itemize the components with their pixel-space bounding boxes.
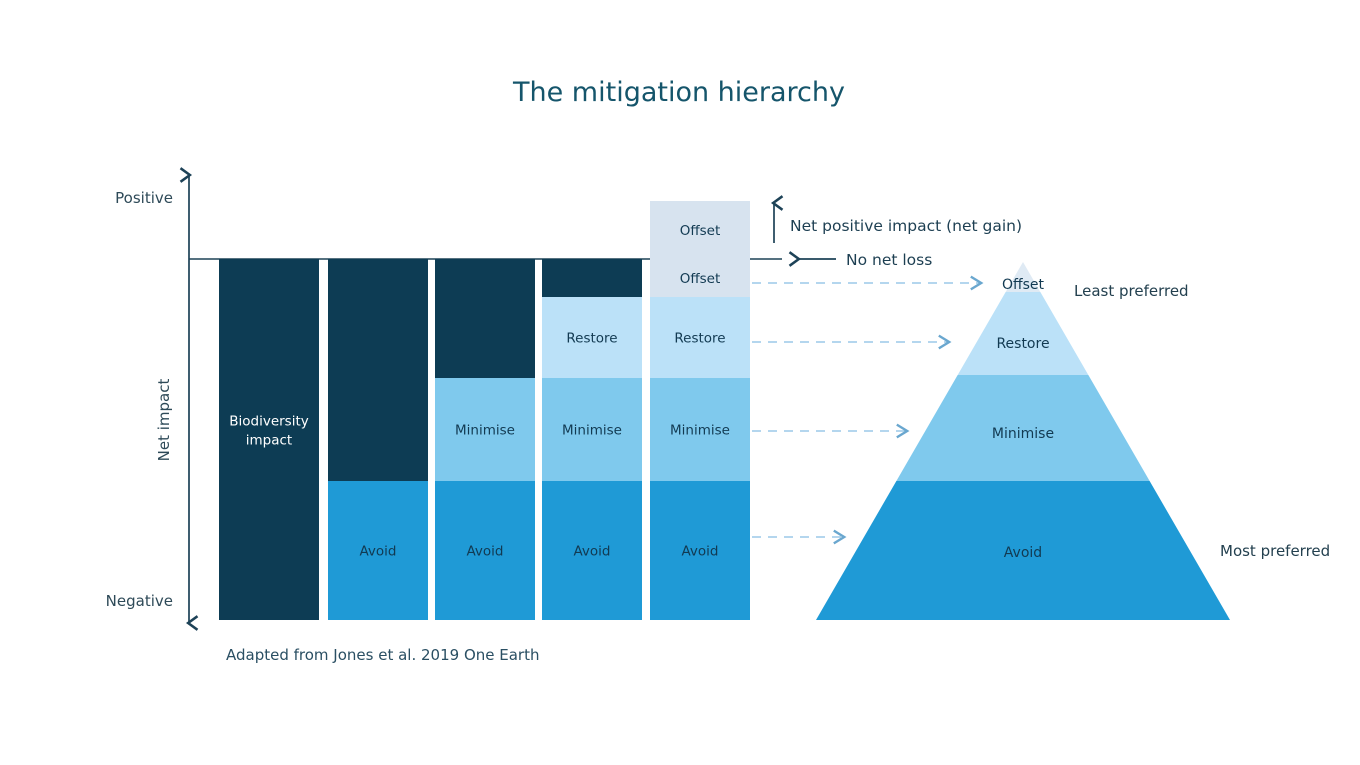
bar-segment: [219, 259, 319, 620]
bar-segment: [328, 259, 428, 481]
pyramid-level: [816, 481, 1230, 620]
bar-segment-label: Restore: [566, 331, 617, 347]
bar-segment-label: Offset: [680, 271, 721, 287]
bar-segment-label: Minimise: [670, 423, 730, 439]
pyramid-level-label: Restore: [996, 336, 1049, 352]
bar-segment: [542, 259, 642, 297]
bar-segment-label: Avoid: [359, 544, 396, 560]
pyramid-level: [1005, 262, 1041, 292]
most-preferred-label: Most preferred: [1220, 542, 1330, 560]
bar-segment-label: Minimise: [455, 423, 515, 439]
axis-label-positive: Positive: [115, 189, 173, 207]
axis-title-net-impact: Net impact: [155, 379, 173, 462]
bar-segment-label: Avoid: [466, 544, 503, 560]
pyramid-level: [957, 292, 1089, 375]
axis-label-negative: Negative: [106, 592, 173, 610]
bar-segment: [650, 481, 750, 620]
bar-segment: [328, 481, 428, 620]
bar-segment: [542, 481, 642, 620]
bar-segment: [542, 297, 642, 378]
bar-segment: [542, 378, 642, 481]
net-gain-label: Net positive impact (net gain): [790, 217, 1022, 235]
bar-segment-label: Avoid: [681, 544, 718, 560]
bar-segment-label: Restore: [674, 331, 725, 347]
bar-segment: [435, 481, 535, 620]
bar-segment: [650, 378, 750, 481]
bar-column: Avoid: [328, 259, 428, 620]
bar-segment: [650, 201, 750, 259]
bar-segment-label: Offset: [680, 223, 721, 239]
bar-segment: [435, 378, 535, 481]
connector-arrows-group: [752, 275, 984, 545]
bar-segment: [435, 259, 535, 378]
page-title: The mitigation hierarchy: [512, 77, 845, 108]
source-credit: Adapted from Jones et al. 2019 One Earth: [226, 646, 539, 664]
bar-segment: [650, 259, 750, 297]
bar-segment-label: Avoid: [573, 544, 610, 560]
pyramid-level: [896, 375, 1150, 481]
bar-segment-label: Minimise: [562, 423, 622, 439]
pyramid-level-label: Avoid: [1004, 545, 1042, 561]
least-preferred-label: Least preferred: [1074, 282, 1189, 300]
pyramid-level-label: Offset: [1002, 277, 1045, 293]
no-net-loss-label: No net loss: [846, 251, 932, 269]
pyramid-level-label: Minimise: [992, 426, 1054, 442]
bar-segment: [650, 297, 750, 378]
